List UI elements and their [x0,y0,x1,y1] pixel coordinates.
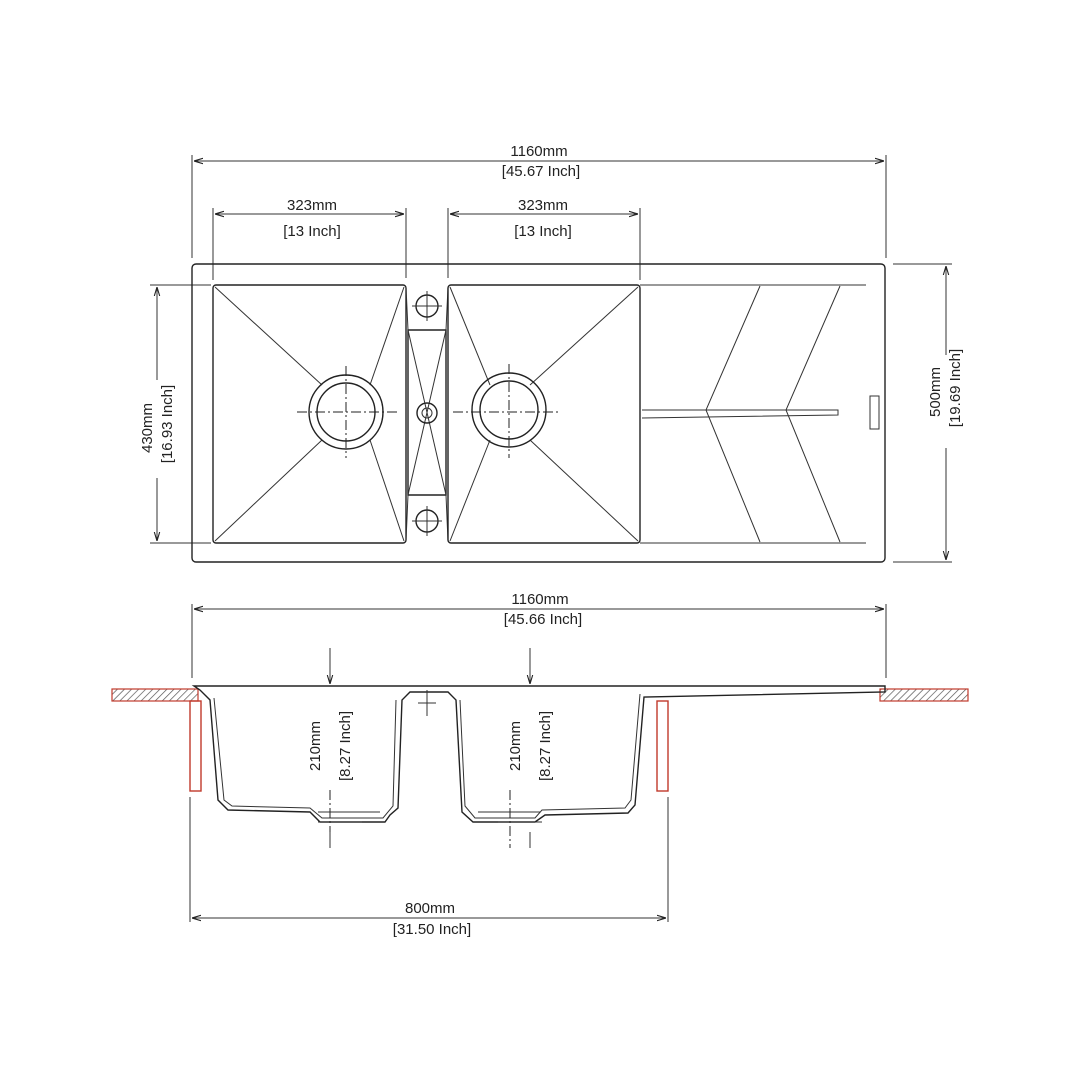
left-bowl-height-inch-label: [8.27 Inch] [337,711,354,781]
left-bowl-width-dimension: 323mm [13 Inch] [212,197,407,280]
left-bowl-width-inch-label: [13 Inch] [283,223,341,240]
overall-width-dimension-side: 1160mm [45.66 Inch] [191,591,887,678]
left-bowl-width-mm-label: 323mm [287,197,337,214]
left-bowl-height-mm-label: 210mm [307,721,324,771]
sink-profile-side [191,685,886,848]
left-bowl-height-dimension: 210mm [8.27 Inch] [307,648,354,848]
cabinet-wall-right [656,700,669,792]
drainboard-slot [869,395,880,430]
right-bowl-width-dimension: 323mm [13 Inch] [447,197,641,280]
right-bowl-width-mm-label: 323mm [518,197,568,214]
side-view: 1160mm [45.66 Inch] 210mm [8.27 In [111,591,969,938]
overall-depth-inch-label: [19.69 Inch] [947,349,964,427]
top-view: 1160mm [45.67 Inch] 323mm [13 Inch] 323m… [139,143,964,563]
bowl-depth-mm-label: 430mm [139,403,156,453]
right-bowl-height-mm-label: 210mm [507,721,524,771]
cabinet-wall-left [189,700,202,792]
bowl-depth-inch-label: [16.93 Inch] [159,385,176,463]
overall-width-inch-label: [45.67 Inch] [502,163,580,180]
right-bowl-top [447,284,641,544]
drainboard-top [640,284,880,544]
side-width-mm-label: 1160mm [511,591,568,608]
bowl-divider-top [405,286,449,542]
right-bowl-height-dimension: 210mm [8.27 Inch] [507,648,554,848]
bowl-depth-dimension: 430mm [16.93 Inch] [139,284,211,544]
side-width-inch-label: [45.66 Inch] [504,611,582,628]
countertop-right [879,688,969,702]
cabinet-width-mm-label: 800mm [405,900,455,917]
cabinet-width-inch-label: [31.50 Inch] [393,921,471,938]
overall-depth-mm-label: 500mm [927,367,944,417]
overflow-hole-icon [416,402,438,424]
cabinet-width-dimension: 800mm [31.50 Inch] [189,797,669,938]
overall-width-mm-label: 1160mm [510,143,567,160]
right-bowl-height-inch-label: [8.27 Inch] [537,711,554,781]
overall-width-dimension-top: 1160mm [45.67 Inch] [191,143,887,258]
countertop-left [111,688,199,702]
sink-outer-rim [191,263,886,563]
left-bowl-top [212,284,407,544]
overall-depth-dimension: 500mm [19.69 Inch] [893,263,964,563]
right-bowl-width-inch-label: [13 Inch] [514,223,572,240]
